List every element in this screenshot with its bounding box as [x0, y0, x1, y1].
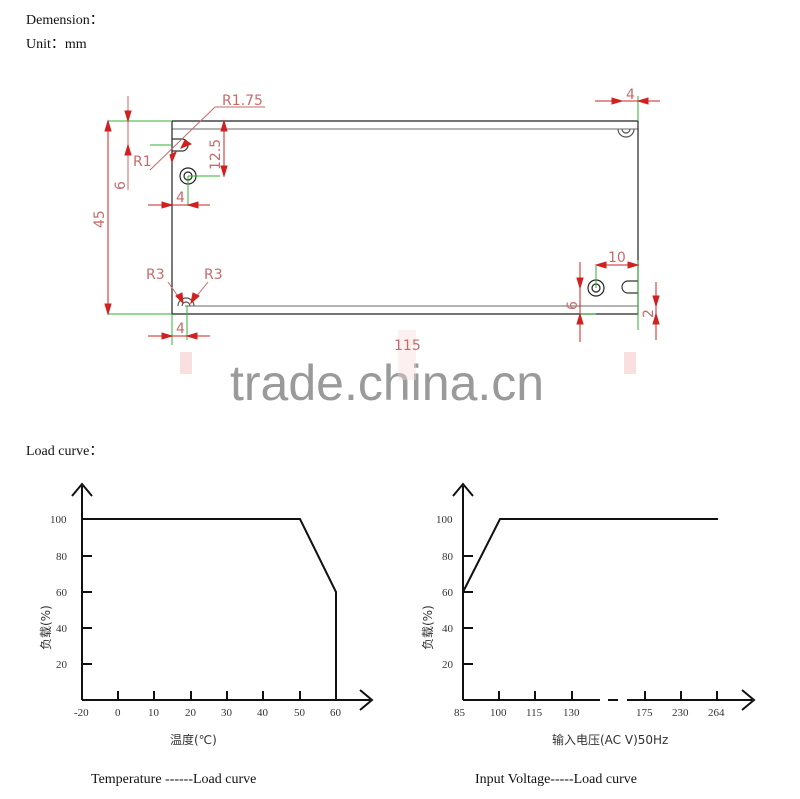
voltage-x-title: 输入电压(AC V)50Hz	[552, 732, 668, 747]
voltage-y-title: 负载(%)	[421, 605, 435, 650]
dim-radius-r1: R1	[133, 154, 152, 170]
temperature-y-title: 负载(%)	[39, 605, 53, 650]
dim-radius-r3-right: R3	[204, 267, 223, 283]
svg-text:130: 130	[563, 707, 580, 719]
svg-text:40: 40	[56, 623, 68, 635]
dim-height-45: 45	[92, 210, 108, 228]
dim-length-115: 115	[394, 338, 421, 354]
temperature-caption: Temperature ------Load curve	[91, 772, 257, 787]
dimension-drawing: trade.china.cn	[92, 87, 660, 411]
svg-text:100: 100	[436, 514, 453, 526]
dim-radius-r3-left: R3	[146, 267, 165, 283]
watermark: trade.china.cn	[230, 355, 544, 411]
svg-text:-20: -20	[74, 707, 89, 719]
svg-text:100: 100	[50, 514, 67, 526]
svg-text:20: 20	[185, 707, 197, 719]
svg-text:100: 100	[490, 707, 507, 719]
svg-text:40: 40	[257, 707, 269, 719]
temperature-x-title: 温度(℃)	[170, 732, 217, 747]
svg-text:80: 80	[56, 551, 68, 563]
svg-text:80: 80	[442, 551, 454, 563]
case-outline	[171, 120, 639, 315]
dim-bottom-offset-4: 4	[176, 321, 185, 337]
dim-left-6: 6	[113, 181, 129, 190]
svg-text:264: 264	[708, 707, 725, 719]
svg-text:20: 20	[56, 659, 68, 671]
voltage-load-line	[462, 518, 718, 593]
dim-right-2: 2	[641, 309, 657, 318]
svg-text:115: 115	[526, 707, 543, 719]
svg-text:20: 20	[442, 659, 454, 671]
temperature-chart	[71, 482, 374, 711]
dim-radius-r175: R1.75	[222, 93, 263, 109]
voltage-chart	[452, 482, 756, 711]
svg-text:60: 60	[56, 587, 68, 599]
svg-text:85: 85	[454, 707, 466, 719]
dim-top-right-4: 4	[626, 87, 635, 103]
dim-right-6: 6	[565, 301, 581, 310]
unit-label: Unit：mm	[26, 37, 87, 52]
svg-text:0: 0	[115, 707, 121, 719]
voltage-caption: Input Voltage-----Load curve	[475, 772, 637, 787]
dimension-heading: Demension：	[26, 13, 104, 28]
svg-text:60: 60	[442, 587, 454, 599]
svg-text:60: 60	[330, 707, 342, 719]
dim-slot-width-10: 10	[608, 250, 626, 266]
svg-text:40: 40	[442, 623, 454, 635]
svg-text:30: 30	[221, 707, 233, 719]
dim-hole-offset-4: 4	[176, 190, 185, 206]
svg-text:50: 50	[294, 707, 306, 719]
svg-text:175: 175	[636, 707, 653, 719]
load-curve-heading: Load curve：	[26, 444, 104, 459]
dim-slot-12-5: 12.5	[208, 139, 224, 170]
svg-text:230: 230	[672, 707, 689, 719]
svg-text:10: 10	[148, 707, 160, 719]
temperature-load-line	[82, 518, 337, 700]
